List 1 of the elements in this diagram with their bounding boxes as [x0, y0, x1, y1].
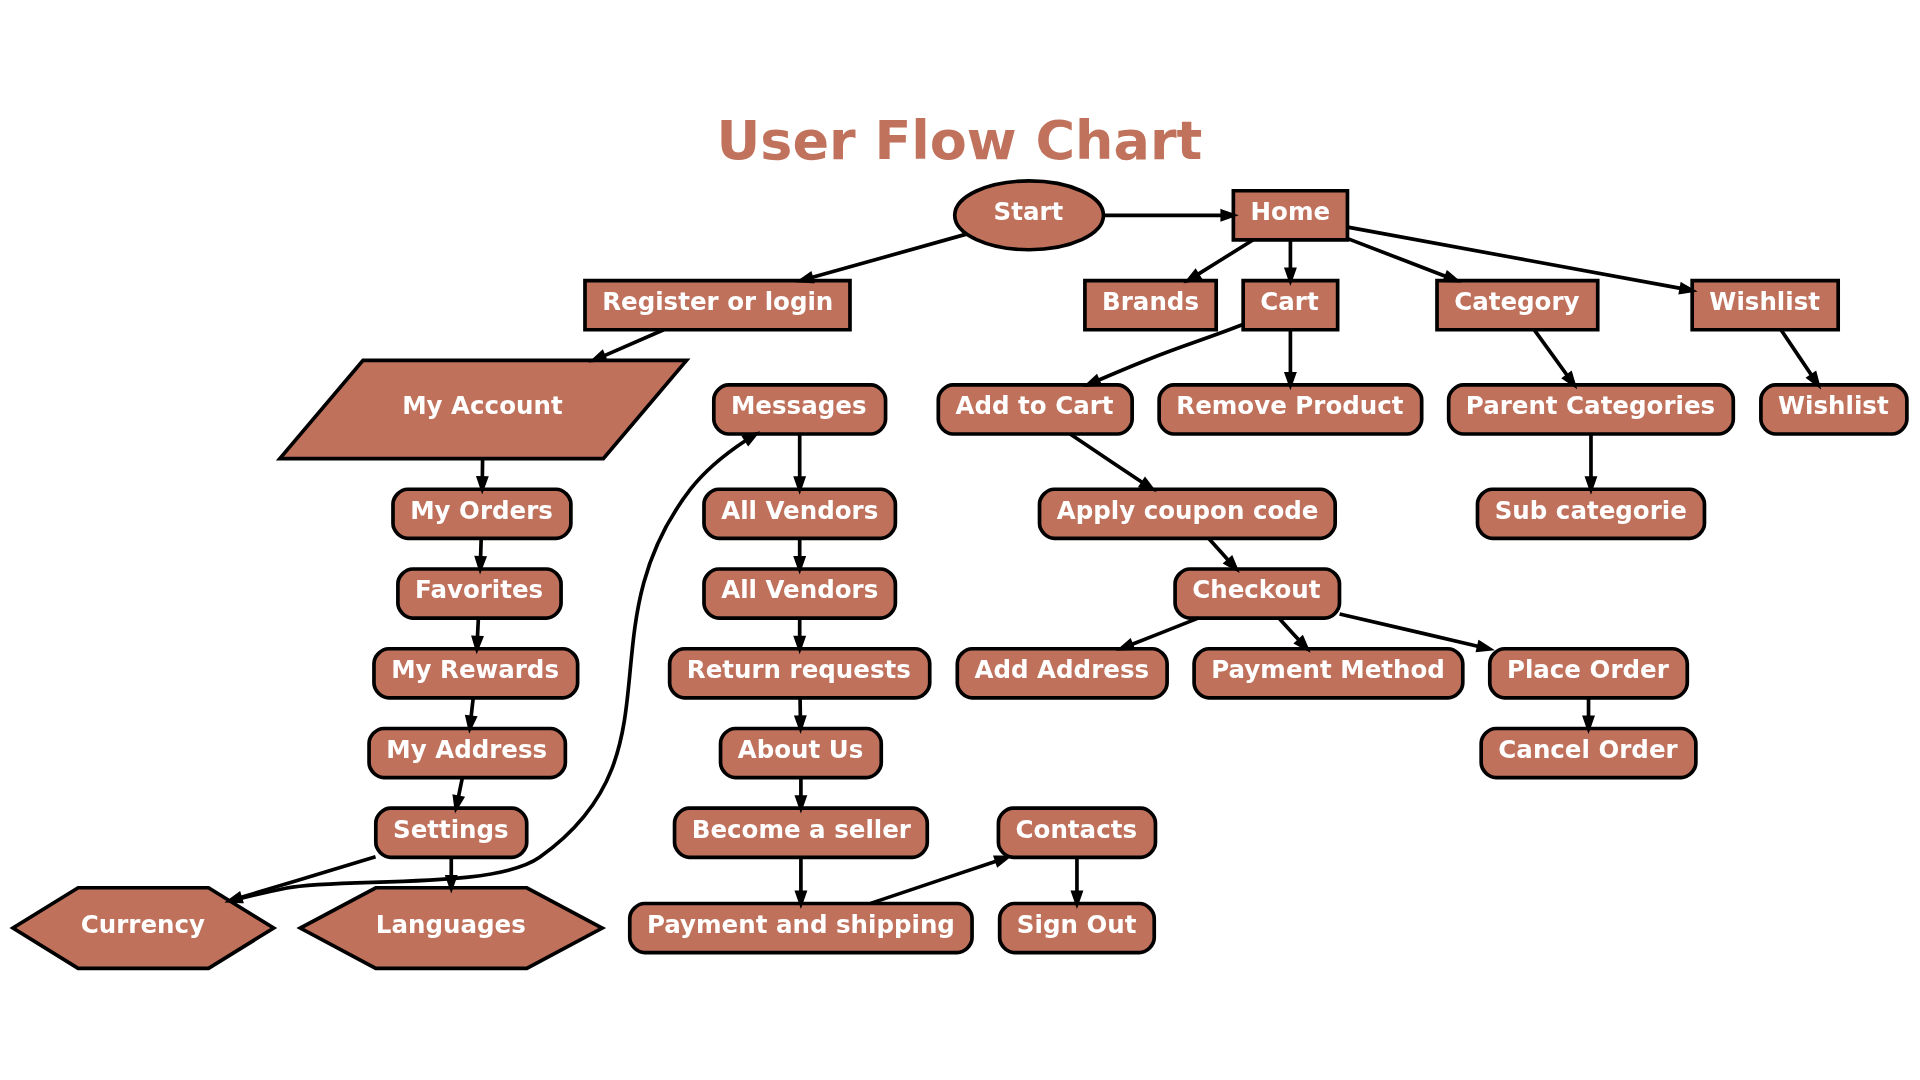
- diagram-title: User Flow Chart: [716, 108, 1203, 172]
